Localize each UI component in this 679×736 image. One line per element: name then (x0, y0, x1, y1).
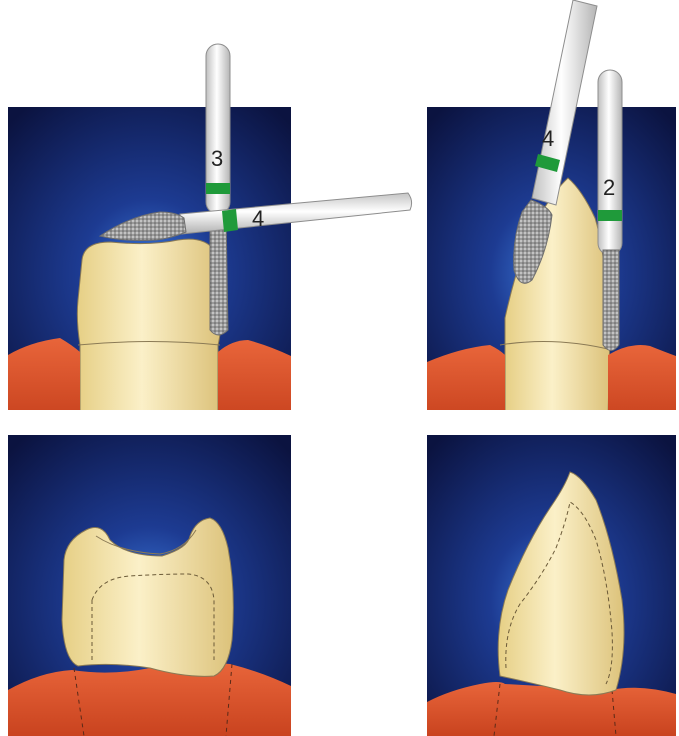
panel-bottom-right (427, 435, 676, 736)
bur-label-2: 2 (603, 175, 615, 200)
gum (608, 345, 676, 420)
bur-band (598, 210, 622, 221)
bur-label-4: 4 (542, 126, 554, 151)
bur-band (206, 183, 230, 194)
gum (8, 663, 291, 736)
bur-label-4: 4 (252, 206, 264, 231)
gum (427, 682, 676, 736)
panel-top-left: 3 4 (8, 44, 412, 420)
panel-top-right: 4 2 (427, 0, 676, 420)
molar-tooth (77, 239, 220, 420)
gum (8, 338, 80, 420)
bur-label-3: 3 (211, 146, 223, 171)
bur-3: 3 (206, 44, 230, 335)
panel-bottom-left (8, 435, 291, 736)
gum (218, 340, 291, 420)
bur-band (222, 209, 238, 232)
